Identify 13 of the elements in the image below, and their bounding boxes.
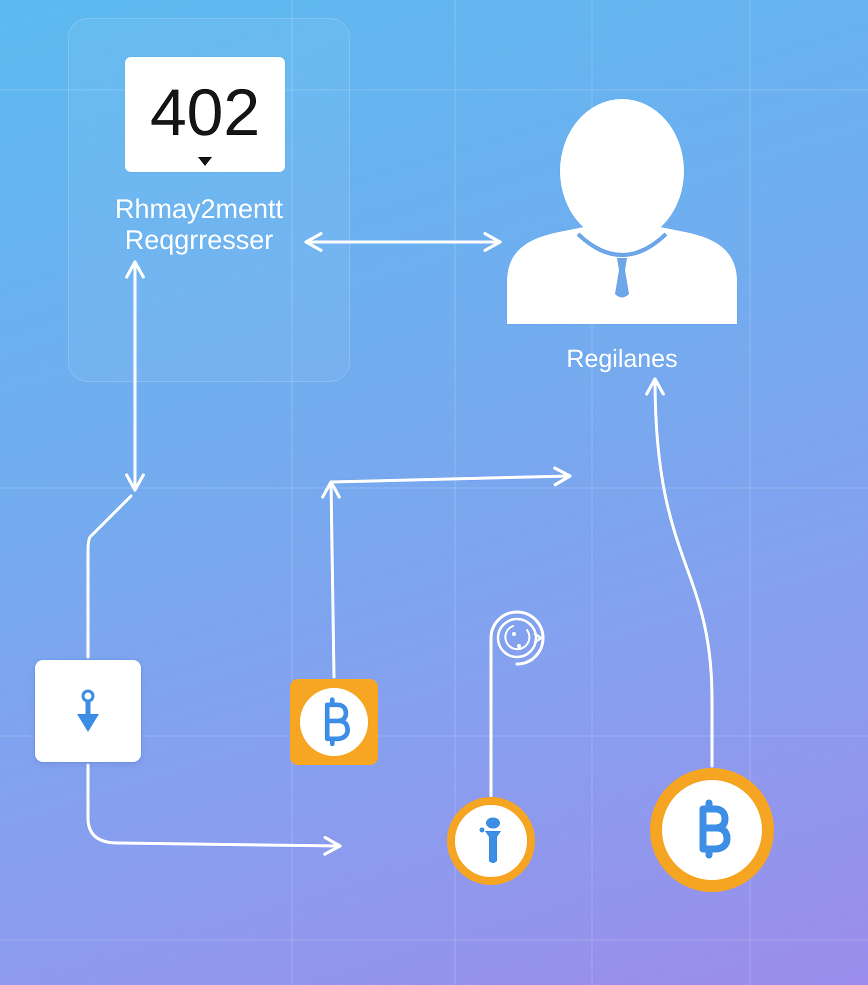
- node-label: Rhmay2mentt Reqgrresser: [114, 194, 284, 256]
- arrow: [645, 377, 714, 768]
- double-arrow: [304, 232, 502, 252]
- arrow: [86, 764, 342, 856]
- node-label: Regilanes: [566, 344, 678, 374]
- status-code: 402: [150, 79, 260, 145]
- arrow: [321, 466, 572, 678]
- status-box: [125, 57, 285, 172]
- connector-line: [86, 494, 132, 658]
- coin-tile: [290, 679, 378, 765]
- double-arrow: [125, 260, 145, 492]
- connector-line: [490, 668, 492, 798]
- icon-tile: [35, 660, 141, 762]
